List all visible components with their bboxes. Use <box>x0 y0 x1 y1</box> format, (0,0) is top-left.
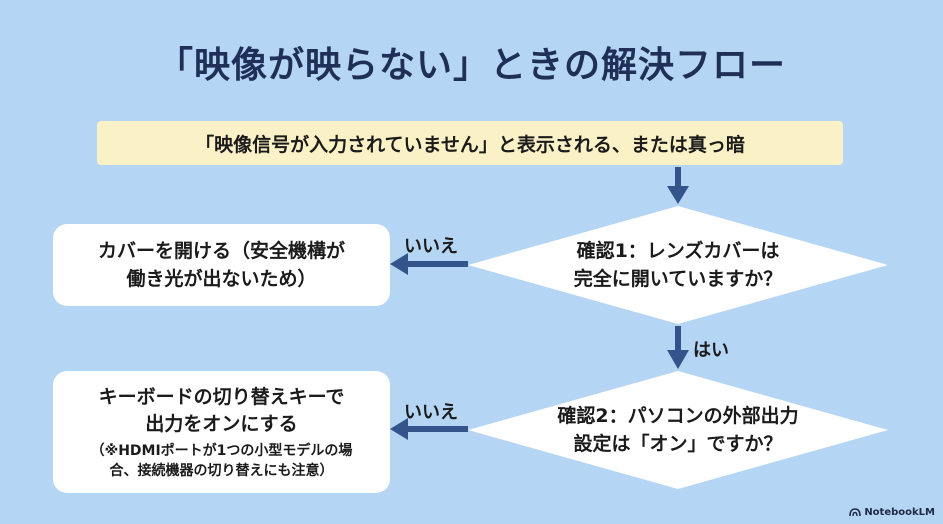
notebooklm-logo: NotebookLM <box>849 507 935 518</box>
action2-box: キーボードの切り替えキーで 出力をオンにする （※HDMIポートが1つの小型モデ… <box>53 371 390 493</box>
decision2-text: 確認2：パソコンの外部出力 設定は「オン」ですか？ <box>508 402 848 458</box>
action2-note: （※HDMIポートが1つの小型モデルの場 合、接続機器の切り替えにも注意） <box>91 441 353 481</box>
page-title: 「映像が映らない」ときの解決フロー <box>156 45 786 86</box>
decision1-diamond <box>468 206 888 324</box>
start-banner: 「映像信号が入力されていません」と表示される、または真っ暗 <box>97 121 843 165</box>
action2-line2: 出力をオンにする <box>145 412 298 435</box>
action2-note2: 合、接続機器の切り替えにも注意） <box>109 462 334 479</box>
arrow-down-1 <box>667 167 689 204</box>
arrow-left-1 <box>390 253 468 275</box>
decision2-line1: 確認2：パソコンの外部出力 <box>557 405 799 427</box>
action1-line2: 働き光が出ないため） <box>126 268 317 290</box>
decision1-text: 確認1：レンズカバーは 完全に開いていますか？ <box>518 237 838 293</box>
decision1-line1: 確認1：レンズカバーは <box>576 240 780 262</box>
decision2-diamond <box>468 371 888 489</box>
no-label-1: いいえ <box>404 236 458 257</box>
start-text: 「映像信号が入力されていません」と表示される、または真っ暗 <box>195 133 745 156</box>
action1-line1: カバーを開ける（安全機構が <box>97 240 345 262</box>
action2-line1: キーボードの切り替えキーで <box>98 385 345 408</box>
no-label-2: いいえ <box>404 402 458 423</box>
notebooklm-logo-icon <box>849 508 862 517</box>
logo-text: NotebookLM <box>864 507 935 518</box>
action2-note1: （※HDMIポートが1つの小型モデルの場 <box>90 442 353 459</box>
action1-box: カバーを開ける（安全機構が 働き光が出ないため） <box>53 224 390 306</box>
decision1-line2: 完全に開いていますか？ <box>573 268 783 290</box>
arrow-left-2 <box>390 418 468 440</box>
arrow-down-2 <box>667 326 689 369</box>
decision2-line2: 設定は「オン」ですか？ <box>573 433 783 455</box>
yes-label: はい <box>693 340 729 361</box>
